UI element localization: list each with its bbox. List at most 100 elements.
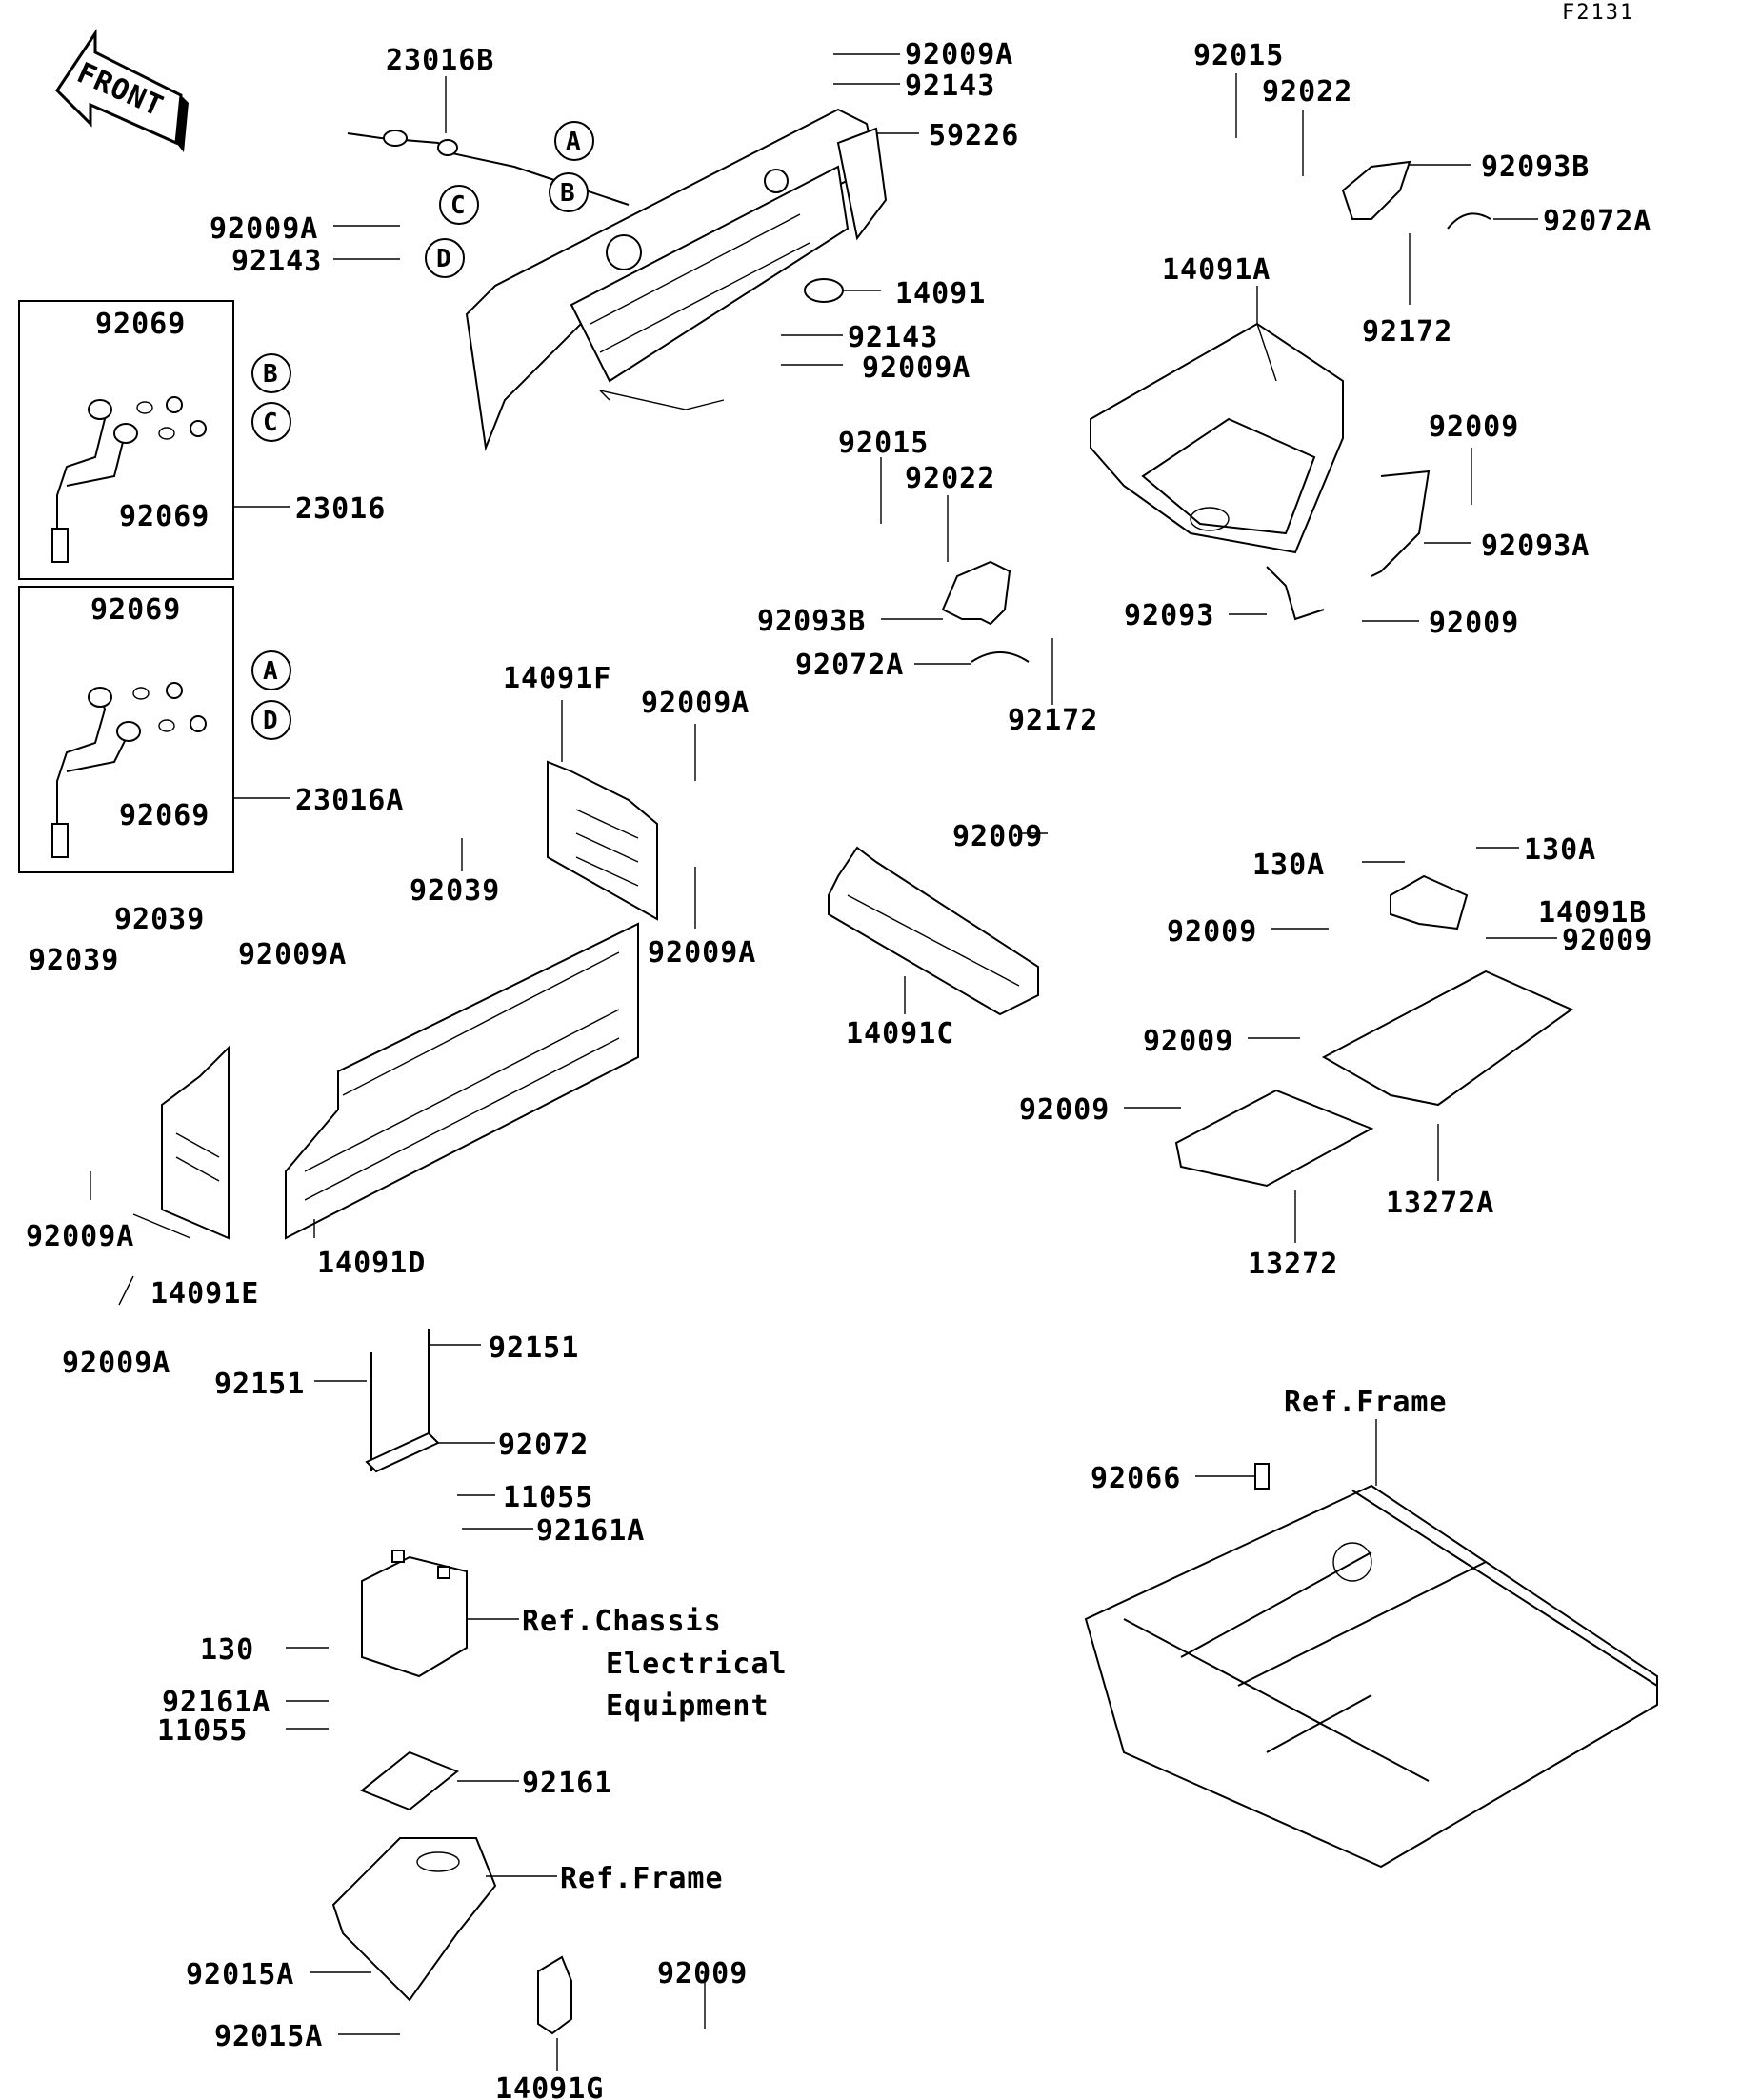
ref-frame-2: Ref.Frame [1284, 1386, 1448, 1419]
label-11055-2: 11055 [157, 1714, 248, 1748]
callout-B-top: B [549, 172, 589, 212]
label-92009A-top: 92009A [905, 38, 1013, 71]
bracket-14091G [537, 1955, 572, 2035]
label-92022-mid: 92022 [905, 462, 995, 495]
label-92143-left: 92143 [231, 245, 322, 278]
label-92009-d4: 92009 [1019, 1093, 1110, 1127]
front-arrow-icon: FRONT [55, 29, 189, 152]
vehicle-frame [1084, 1463, 1658, 1869]
label-92072: 92072 [498, 1429, 589, 1462]
label-92009-d2: 92009 [1562, 924, 1652, 957]
callout-A-top: A [554, 121, 594, 161]
label-92069-1: 92069 [95, 308, 186, 341]
label-92093: 92093 [1124, 599, 1214, 632]
label-92069-4: 92069 [119, 799, 210, 832]
label-92161A-1: 92161A [536, 1514, 645, 1548]
panel-14091E [161, 1045, 230, 1240]
callout-C-top: C [439, 185, 479, 225]
label-92009-c: 92009 [952, 820, 1043, 853]
label-92015-mid: 92015 [838, 427, 929, 460]
label-92009A-f1: 92009A [641, 687, 750, 720]
label-92039-f: 92039 [410, 874, 500, 908]
plate-13272A [1321, 970, 1574, 1107]
clip-92066 [1254, 1463, 1270, 1490]
label-14091B: 14091B [1538, 896, 1647, 930]
callout-B-top-label: B [560, 179, 575, 208]
label-92072A-mid: 92072A [795, 649, 904, 682]
harness-23016 [51, 396, 207, 563]
label-92009A-f2: 92009A [648, 936, 756, 970]
callout-B-box1: B [251, 353, 291, 393]
label-14091D: 14091D [317, 1247, 426, 1280]
harness-23016A [51, 682, 207, 858]
bracket-92093 [1266, 566, 1325, 621]
label-92069-2: 92069 [119, 500, 210, 533]
box-23016 [18, 300, 234, 580]
label-92015A-1: 92015A [186, 1958, 294, 1991]
ref-chassis-line2: Electrical [606, 1648, 788, 1681]
label-92009-a: 92009 [1429, 410, 1519, 444]
label-14091: 14091 [895, 277, 986, 310]
callout-D-box2-label: D [263, 707, 278, 735]
ref-chassis-line1: Ref.Chassis [522, 1605, 722, 1638]
callout-A-box2: A [251, 650, 291, 690]
label-92069-3: 92069 [90, 593, 181, 627]
callout-A-box2-label: A [263, 657, 278, 686]
label-23016: 23016 [295, 492, 386, 526]
label-13272: 13272 [1248, 1248, 1338, 1281]
label-14091G: 14091G [495, 2072, 604, 2100]
label-14091E: 14091E [150, 1277, 259, 1310]
label-92009-d3: 92009 [1143, 1025, 1233, 1058]
label-92009A-e2: 92009A [62, 1347, 170, 1380]
label-92066: 92066 [1091, 1462, 1181, 1495]
label-92161: 92161 [522, 1767, 612, 1800]
panel-14091F [547, 760, 658, 921]
label-23016A: 23016A [295, 784, 404, 817]
cover-14091B [1390, 874, 1469, 930]
label-92039-l2: 92039 [29, 944, 119, 977]
tray-14091A [1090, 322, 1344, 554]
bracket-92093A [1371, 470, 1431, 577]
callout-D-box2: D [251, 700, 291, 740]
cover-14091C [828, 846, 1039, 1016]
label-92022-tr: 92022 [1262, 75, 1352, 109]
battery [361, 1555, 468, 1678]
diagram-code: F2131 [1562, 1, 1634, 25]
label-92009A-e1: 92009A [26, 1220, 134, 1253]
label-92009-d1: 92009 [1167, 915, 1257, 949]
label-92151-2: 92151 [214, 1368, 305, 1401]
callout-C-top-label: C [450, 191, 466, 220]
label-130A-1: 130A [1252, 849, 1325, 882]
label-92039-l1: 92039 [114, 903, 205, 936]
label-92143-top: 92143 [905, 70, 995, 103]
pad-92161 [360, 1750, 459, 1811]
label-92009-e: 92009 [657, 1957, 748, 1990]
dashboard-panel-59226 [465, 108, 888, 451]
label-130A-2: 130A [1524, 833, 1596, 867]
frame-bracket [331, 1837, 497, 2002]
label-11055-1: 11055 [503, 1481, 593, 1514]
label-23016B: 23016B [386, 44, 494, 77]
label-13272A: 13272A [1386, 1187, 1494, 1220]
label-92015-tr: 92015 [1193, 39, 1284, 72]
callout-D-top-label: D [436, 245, 451, 273]
label-14091C: 14091C [846, 1017, 954, 1050]
label-92093B-mid: 92093B [757, 605, 866, 638]
leader-lines [90, 53, 1557, 2071]
label-59226: 59226 [929, 119, 1019, 152]
callout-C-box1-label: C [263, 409, 278, 437]
label-92151-1: 92151 [489, 1331, 579, 1365]
bracket-92093B-mid [941, 560, 1011, 626]
label-92009A-left: 92009A [210, 212, 318, 246]
label-14091A: 14091A [1162, 253, 1271, 287]
label-92093B-tr: 92093B [1481, 150, 1590, 184]
battery-assembly [331, 1329, 572, 2035]
callout-C-box1: C [251, 402, 291, 442]
callout-D-top: D [425, 238, 465, 278]
box-23016A [18, 586, 234, 873]
label-14091F: 14091F [503, 662, 611, 695]
label-92161A-2: 92161A [162, 1686, 270, 1719]
panel-14091D [285, 922, 639, 1240]
ref-frame-1: Ref.Frame [560, 1862, 724, 1895]
